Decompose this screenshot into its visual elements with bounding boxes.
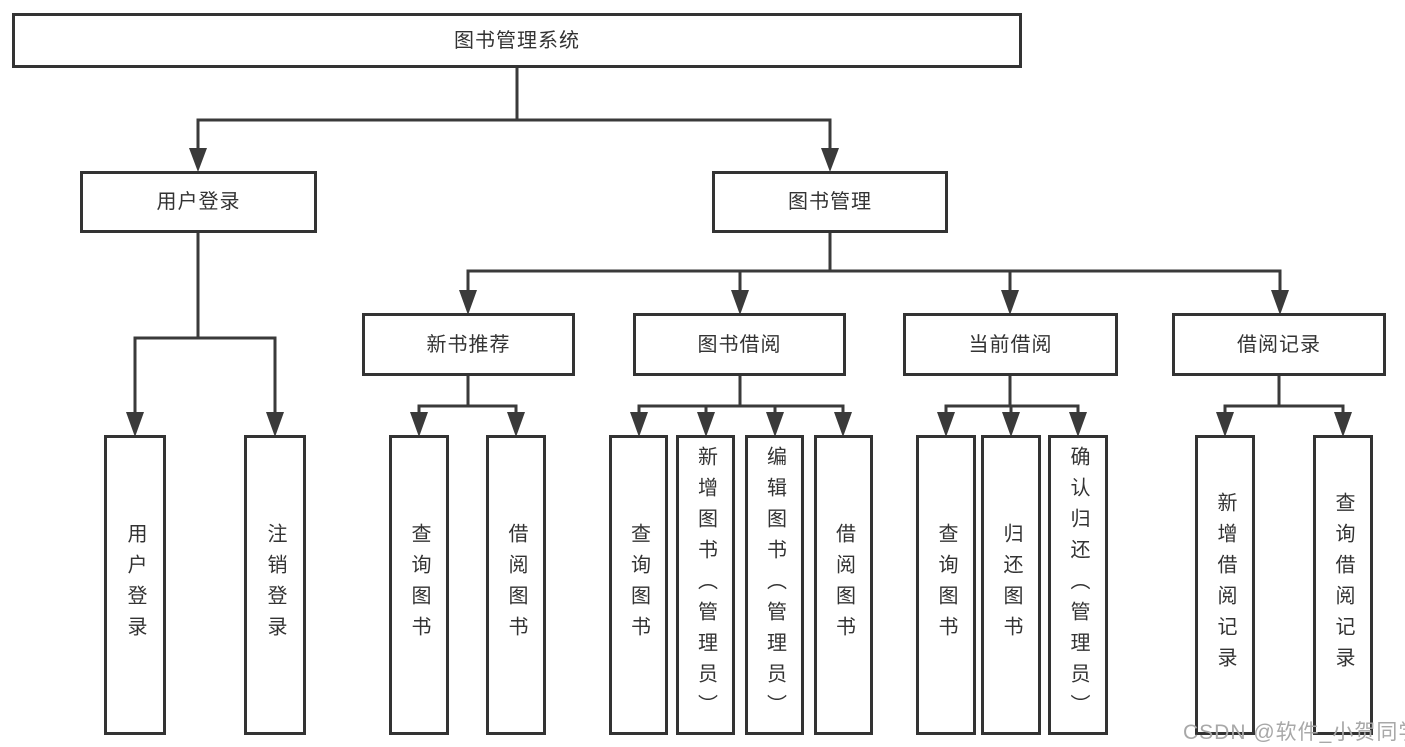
leaf-confirm-return-admin: 确认归还（管理员） [1048,435,1108,735]
node-book-management: 图书管理 [712,171,948,233]
leaf-add-borrow-record: 新增借阅记录 [1195,435,1255,735]
connector-book-mgmt-to-level3 [459,231,1289,315]
leaf-user-login: 用户登录 [104,435,166,735]
leaf-query-borrow-record: 查询借阅记录 [1313,435,1373,735]
node-user-login: 用户登录 [80,171,317,233]
leaf-borrow-books-newbook: 借阅图书 [486,435,546,735]
connector-root-to-level2 [189,66,839,172]
connector-borrow-record-to-leaves [1216,374,1352,437]
leaf-query-books-current: 查询图书 [916,435,976,735]
leaf-return-books: 归还图书 [981,435,1041,735]
leaf-borrow-books-borrow: 借阅图书 [814,435,873,735]
leaf-add-books-admin: 新增图书（管理员） [676,435,735,735]
node-book-borrow: 图书借阅 [633,313,846,376]
node-current-borrow: 当前借阅 [903,313,1118,376]
leaf-edit-books-admin: 编辑图书（管理员） [745,435,804,735]
node-library-management-system: 图书管理系统 [12,13,1022,68]
connector-user-login-to-leaves [126,231,284,437]
connector-new-book-to-leaves [410,374,525,437]
node-new-book-recommend: 新书推荐 [362,313,575,376]
connector-book-borrow-to-leaves [630,374,852,437]
node-borrow-records: 借阅记录 [1172,313,1386,376]
leaf-query-books-borrow: 查询图书 [609,435,668,735]
leaf-logout: 注销登录 [244,435,306,735]
connector-current-borrow-to-leaves [937,374,1087,437]
csdn-watermark: CSDN @软件_小贺同学 [1183,721,1405,744]
leaf-query-books-newbook: 查询图书 [389,435,449,735]
